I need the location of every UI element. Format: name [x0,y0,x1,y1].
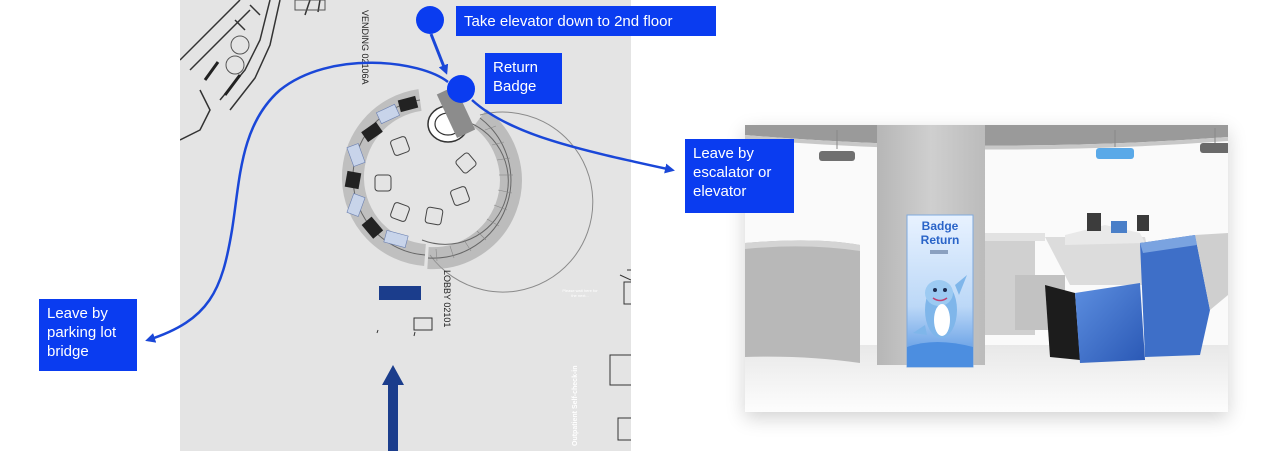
lobby-label: LOBBY 02101 [442,270,452,328]
callout-leave-escalator: Leave by escalator or elevator [685,139,794,213]
self-checkin-arrow [382,365,404,451]
vending-label: VENDING 02106A [360,10,370,85]
self-checkin-label: Outpatient Self-check-in [572,365,579,446]
badge-return-marker-dot [447,75,475,103]
badge-return-photo: Badge Return [745,125,1228,412]
reception-desk-ring [341,86,594,293]
callout-take-elevator: Take elevator down to 2nd floor [456,6,716,36]
floor-plan-map: LOBBY 02101 VENDING 02106A Please wait h… [180,0,631,451]
wait-here-sign-text: Please wait here for the next... [562,288,598,298]
floor-plan-drawing [180,0,631,451]
start-marker-dot [416,6,444,34]
callout-leave-parking: Leave by parking lot bridge [39,299,137,371]
wait-here-sign [379,286,421,300]
callout-return-badge: Return Badge [485,53,562,104]
badge-return-sign-text: Badge Return [920,219,960,247]
dolphin-mascot-icon [913,275,967,338]
